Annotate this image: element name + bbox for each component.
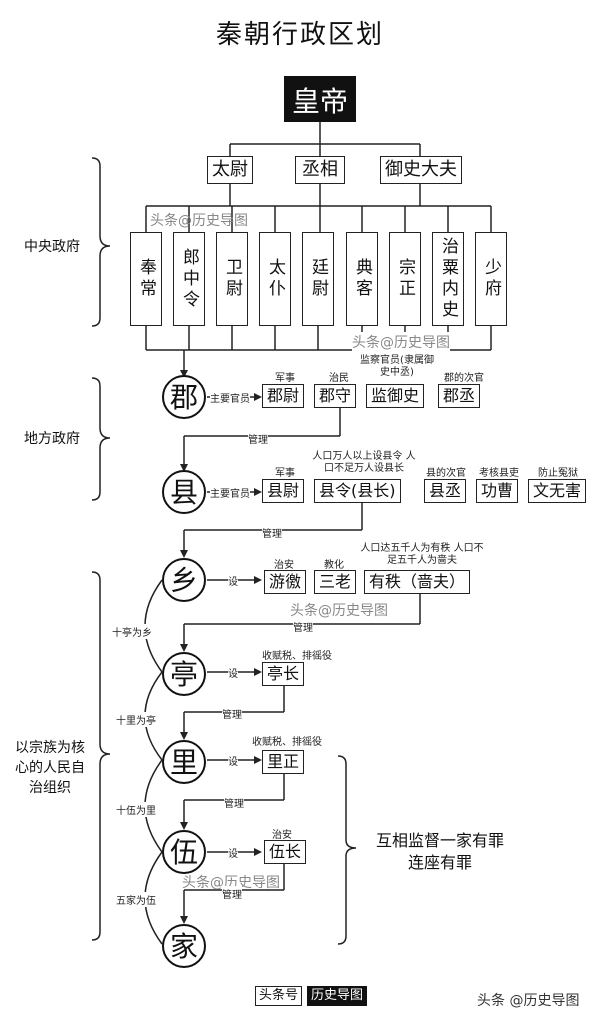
xiang-official: 三老 xyxy=(314,570,357,594)
mutual-line-2: 连座有罪 xyxy=(407,853,472,872)
ting-official: 亭长 xyxy=(262,662,305,686)
wu-official-note: 治安 xyxy=(272,830,292,841)
xian-official: 县尉 xyxy=(262,479,305,503)
minister-chengxiang: 丞相 xyxy=(295,156,345,184)
nine-minister-1: 奉常 xyxy=(130,232,162,326)
level-jia: 家 xyxy=(162,924,206,968)
manage-label: 管理 xyxy=(222,706,242,721)
footer-brand: 头条 @历史导图 xyxy=(477,993,580,1009)
nine-minister-9: 少府 xyxy=(475,232,507,326)
manage-label: 管理 xyxy=(293,619,313,634)
grouping-label: 十亭为乡 xyxy=(112,624,152,639)
jun-official-note: 军事 xyxy=(275,373,295,384)
xiang-official-note: 教化 xyxy=(324,560,344,571)
page-title: 秦朝行政区划 xyxy=(215,20,384,50)
xiang-official-note: 治安 xyxy=(274,560,294,571)
section-central: 中央政府 xyxy=(24,239,80,255)
section-clan: 以宗族为核心的人民自治组织 xyxy=(15,740,85,796)
level-ting: 亭 xyxy=(162,652,206,696)
ting-official-note: 收赋税、排徭役 xyxy=(262,651,332,662)
minister-taiwei: 太尉 xyxy=(207,156,253,184)
jun-official: 郡尉 xyxy=(262,384,305,408)
jun-official-note: 治民 xyxy=(329,373,349,384)
manage-label: 管理 xyxy=(248,431,268,446)
nine-minister-7: 宗正 xyxy=(389,232,421,326)
mutual-supervision-note: 互相监督一家有罪 连座有罪 xyxy=(368,830,512,874)
level-xian: 县 xyxy=(162,470,206,514)
jun-official: 郡守 xyxy=(314,384,357,408)
nine-minister-3: 卫尉 xyxy=(216,232,248,326)
watermark: 头条@历史导图 xyxy=(150,213,248,229)
emperor-box: 皇帝 xyxy=(284,76,356,122)
watermark: 头条@历史导图 xyxy=(182,875,280,891)
jun-official: 郡丞 xyxy=(438,384,481,408)
jun-official-note: 郡的次官 xyxy=(444,373,484,384)
xian-official-note: 防止冤狱 xyxy=(538,468,578,479)
set-label: 设 xyxy=(228,845,238,860)
footer-account-label: 头条号 xyxy=(255,986,303,1006)
xian-official: 文无害 xyxy=(528,479,587,503)
xiang-official: 有秩（啬夫） xyxy=(364,570,471,594)
set-label: 设 xyxy=(228,665,238,680)
grouping-label: 五家为伍 xyxy=(116,892,156,907)
level-li: 里 xyxy=(162,740,206,784)
li-official-note: 收赋税、排徭役 xyxy=(252,737,322,748)
xian-official: 县丞 xyxy=(424,479,467,503)
nine-minister-4: 太仆 xyxy=(259,232,291,326)
level-wu: 伍 xyxy=(162,830,206,874)
xian-official-note: 县的次官 xyxy=(426,468,466,479)
jun-official: 监御史 xyxy=(366,384,425,408)
nine-minister-5: 廷尉 xyxy=(302,232,334,326)
wu-official: 伍长 xyxy=(264,840,307,864)
xiang-official-note: 人口达五千人为有秩 人口不足五千人为啬夫 xyxy=(360,543,484,566)
level-jun: 郡 xyxy=(162,375,206,419)
footer-account-name: 历史导图 xyxy=(307,986,368,1006)
set-label: 设 xyxy=(228,573,238,588)
jun-official-note: 监察官员(隶属御史中丞) xyxy=(360,355,434,378)
section-local: 地方政府 xyxy=(24,431,80,447)
xiang-official: 游徼 xyxy=(264,570,307,594)
xian-official-note: 人口万人以上设县令 人口不足万人设县长 xyxy=(312,451,416,474)
grouping-label: 十里为亭 xyxy=(116,712,156,727)
set-label: 设 xyxy=(228,753,238,768)
manage-label: 管理 xyxy=(224,795,244,810)
level-xiang: 乡 xyxy=(162,558,206,602)
watermark: 头条@历史导图 xyxy=(290,603,388,619)
manage-label: 管理 xyxy=(262,525,282,540)
mutual-line-1: 互相监督一家有罪 xyxy=(375,831,504,850)
xian-official-note: 军事 xyxy=(275,468,295,479)
main-officials-label: 主要官员 xyxy=(210,485,250,500)
nine-minister-8: 治粟内史 xyxy=(432,232,464,326)
li-official: 里正 xyxy=(262,750,305,774)
xian-official: 县令(县长) xyxy=(314,479,401,503)
nine-minister-6: 典客 xyxy=(346,232,378,326)
minister-yushidafu: 御史大夫 xyxy=(380,156,462,184)
xian-official-note: 考核县吏 xyxy=(479,468,519,479)
grouping-label: 十伍为里 xyxy=(116,802,156,817)
watermark: 头条@历史导图 xyxy=(352,332,450,352)
nine-minister-2: 郎中令 xyxy=(173,232,205,326)
manage-label: 管理 xyxy=(222,886,242,901)
main-officials-label: 主要官员 xyxy=(210,390,250,405)
xian-official: 功曹 xyxy=(476,479,519,503)
